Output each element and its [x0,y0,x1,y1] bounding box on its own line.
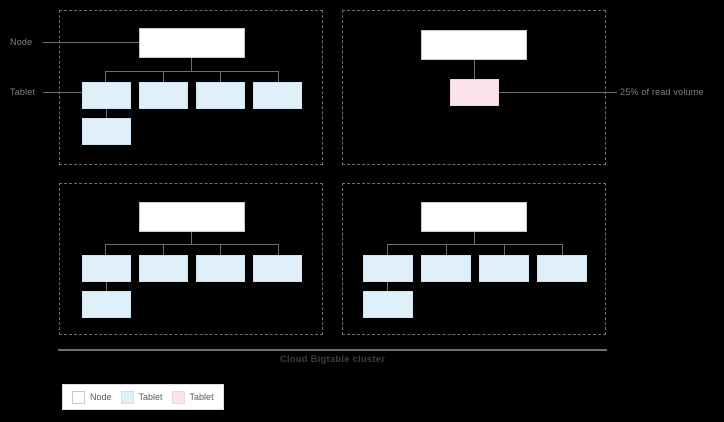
hotspot-leader [499,92,617,93]
tablet-box-br-2[interactable] [421,255,471,282]
tablet-box-br-5[interactable] [363,291,413,318]
tablet-box-tl-2[interactable] [139,82,188,109]
cluster-divider [58,349,607,351]
panel-bottom-left [59,183,323,335]
connector-stack-tl [106,109,107,118]
tablet-box-tl-1[interactable] [82,82,131,109]
node-box-bl[interactable] [139,202,245,232]
node-box-tl[interactable] [139,28,245,58]
tablet-box-br-3[interactable] [479,255,529,282]
panel-top-left [59,10,323,165]
connector-node-bus-bl [191,232,192,244]
connector-drop-tl-1 [105,71,106,82]
tablet-box-bl-1[interactable] [82,255,131,282]
legend: Node Tablet Tablet [62,384,224,410]
tablet-box-tl-4[interactable] [253,82,302,109]
node-box-tr[interactable] [421,30,527,60]
connector-drop-bl-4 [278,244,279,255]
connector-drop-bl-1 [105,244,106,255]
tablet-box-bl-2[interactable] [139,255,188,282]
legend-swatch-hot-tablet [171,390,185,404]
tablet-box-br-4[interactable] [537,255,587,282]
connector-drop-br-3 [504,244,505,255]
cluster-caption: Cloud Bigtable cluster [279,354,386,365]
connector-node-bus-br [474,232,475,244]
node-box-br[interactable] [421,202,527,232]
connector-drop-bl-3 [220,244,221,255]
connector-bus-tl [105,71,278,72]
tablet-box-tl-3[interactable] [196,82,245,109]
legend-swatch-node [72,390,85,404]
annotation-tablet-label: Tablet [10,87,36,97]
tablet-box-tl-5[interactable] [82,118,131,145]
panel-bottom-right [342,183,606,335]
connector-node-bus-tl [191,58,192,71]
connector-bus-br [387,244,562,245]
legend-item-node: Node [72,390,112,404]
connector-drop-tl-4 [278,71,279,82]
tablet-box-bl-3[interactable] [196,255,245,282]
connector-drop-tl-3 [220,71,221,82]
legend-label-hot-tablet: Tablet [189,392,214,402]
tablet-box-br-1[interactable] [363,255,413,282]
annotation-tablet-leader [43,92,82,93]
connector-stack-bl [106,282,107,291]
connector-drop-bl-2 [163,244,164,255]
legend-swatch-tablet [120,390,134,404]
connector-drop-tl-2 [163,71,164,82]
legend-item-tablet: Tablet [120,390,163,404]
tablet-box-bl-4[interactable] [253,255,302,282]
annotation-node-leader [43,42,139,43]
legend-label-tablet: Tablet [138,392,163,402]
connector-bus-bl [105,244,278,245]
connector-drop-br-2 [446,244,447,255]
connector-stack-br [387,282,388,291]
legend-item-hot-tablet: Tablet [171,390,214,404]
connector-drop-br-1 [387,244,388,255]
panel-top-right [342,10,606,165]
hot-tablet-box-tr[interactable] [450,79,499,106]
legend-label-node: Node [90,392,112,402]
annotation-node-label: Node [10,37,33,47]
connector-drop-br-4 [562,244,563,255]
hotspot-label: 25% of read volume [620,87,704,97]
tablet-box-bl-5[interactable] [82,291,131,318]
connector-node-tablet-tr [474,60,475,82]
